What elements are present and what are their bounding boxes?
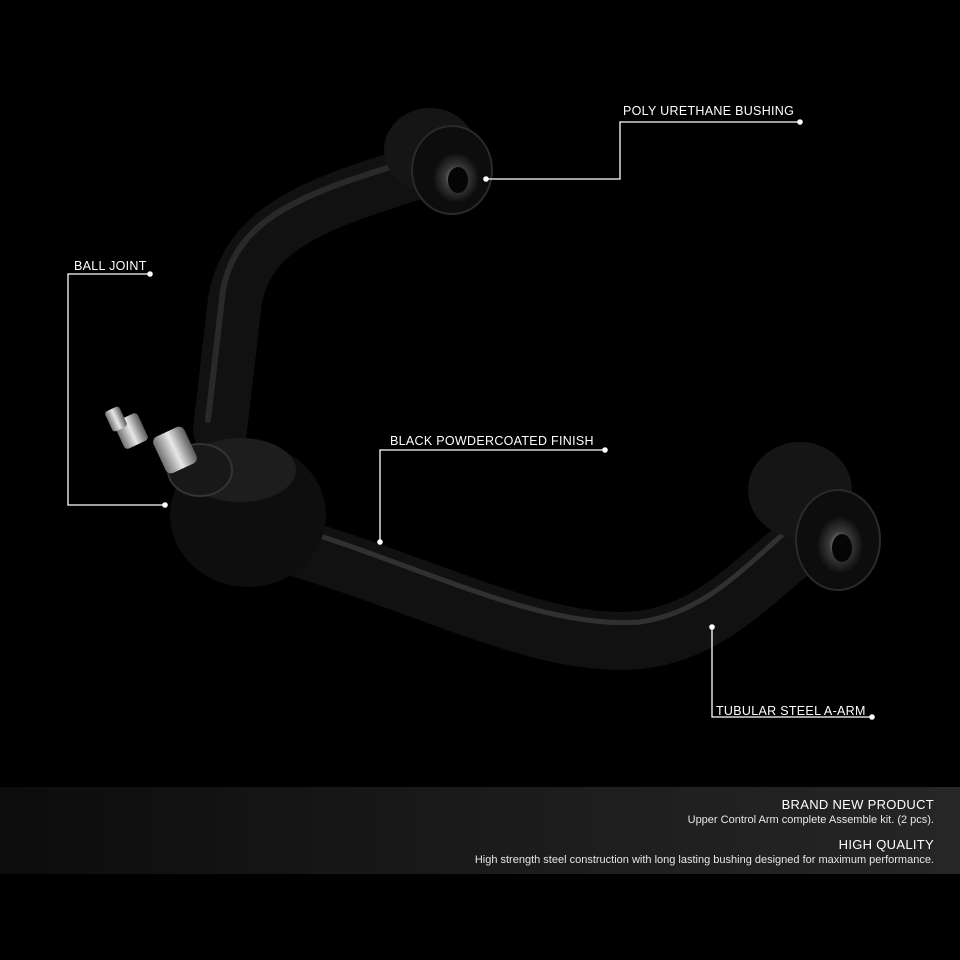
callout-bushing-label: POLY URETHANE BUSHING [623, 104, 795, 118]
callout-ball-joint-label: BALL JOINT [74, 259, 147, 273]
bushing-leader [486, 121, 800, 180]
info-band: BRAND NEW PRODUCT Upper Control Arm comp… [0, 787, 960, 874]
callout-dots [147, 119, 875, 720]
footer-heading-2: HIGH QUALITY [838, 837, 934, 852]
footer-heading-1: BRAND NEW PRODUCT [781, 797, 934, 812]
callout-lines [67, 121, 872, 718]
finish-leader [379, 449, 605, 542]
upper-bushing [384, 108, 493, 215]
callout-finish-label: BLACK POWDERCOATED FINISH [390, 434, 594, 448]
ball-joint-leader [67, 273, 165, 506]
footer-text-1: Upper Control Arm complete Assemble kit.… [687, 814, 934, 826]
footer-text-2: High strength steel construction with lo… [474, 854, 934, 866]
arm-leader [711, 627, 872, 718]
ball-joint [105, 406, 326, 587]
lower-bushing [748, 442, 881, 591]
callout-arm-label: TUBULAR STEEL A-ARM [716, 704, 866, 718]
